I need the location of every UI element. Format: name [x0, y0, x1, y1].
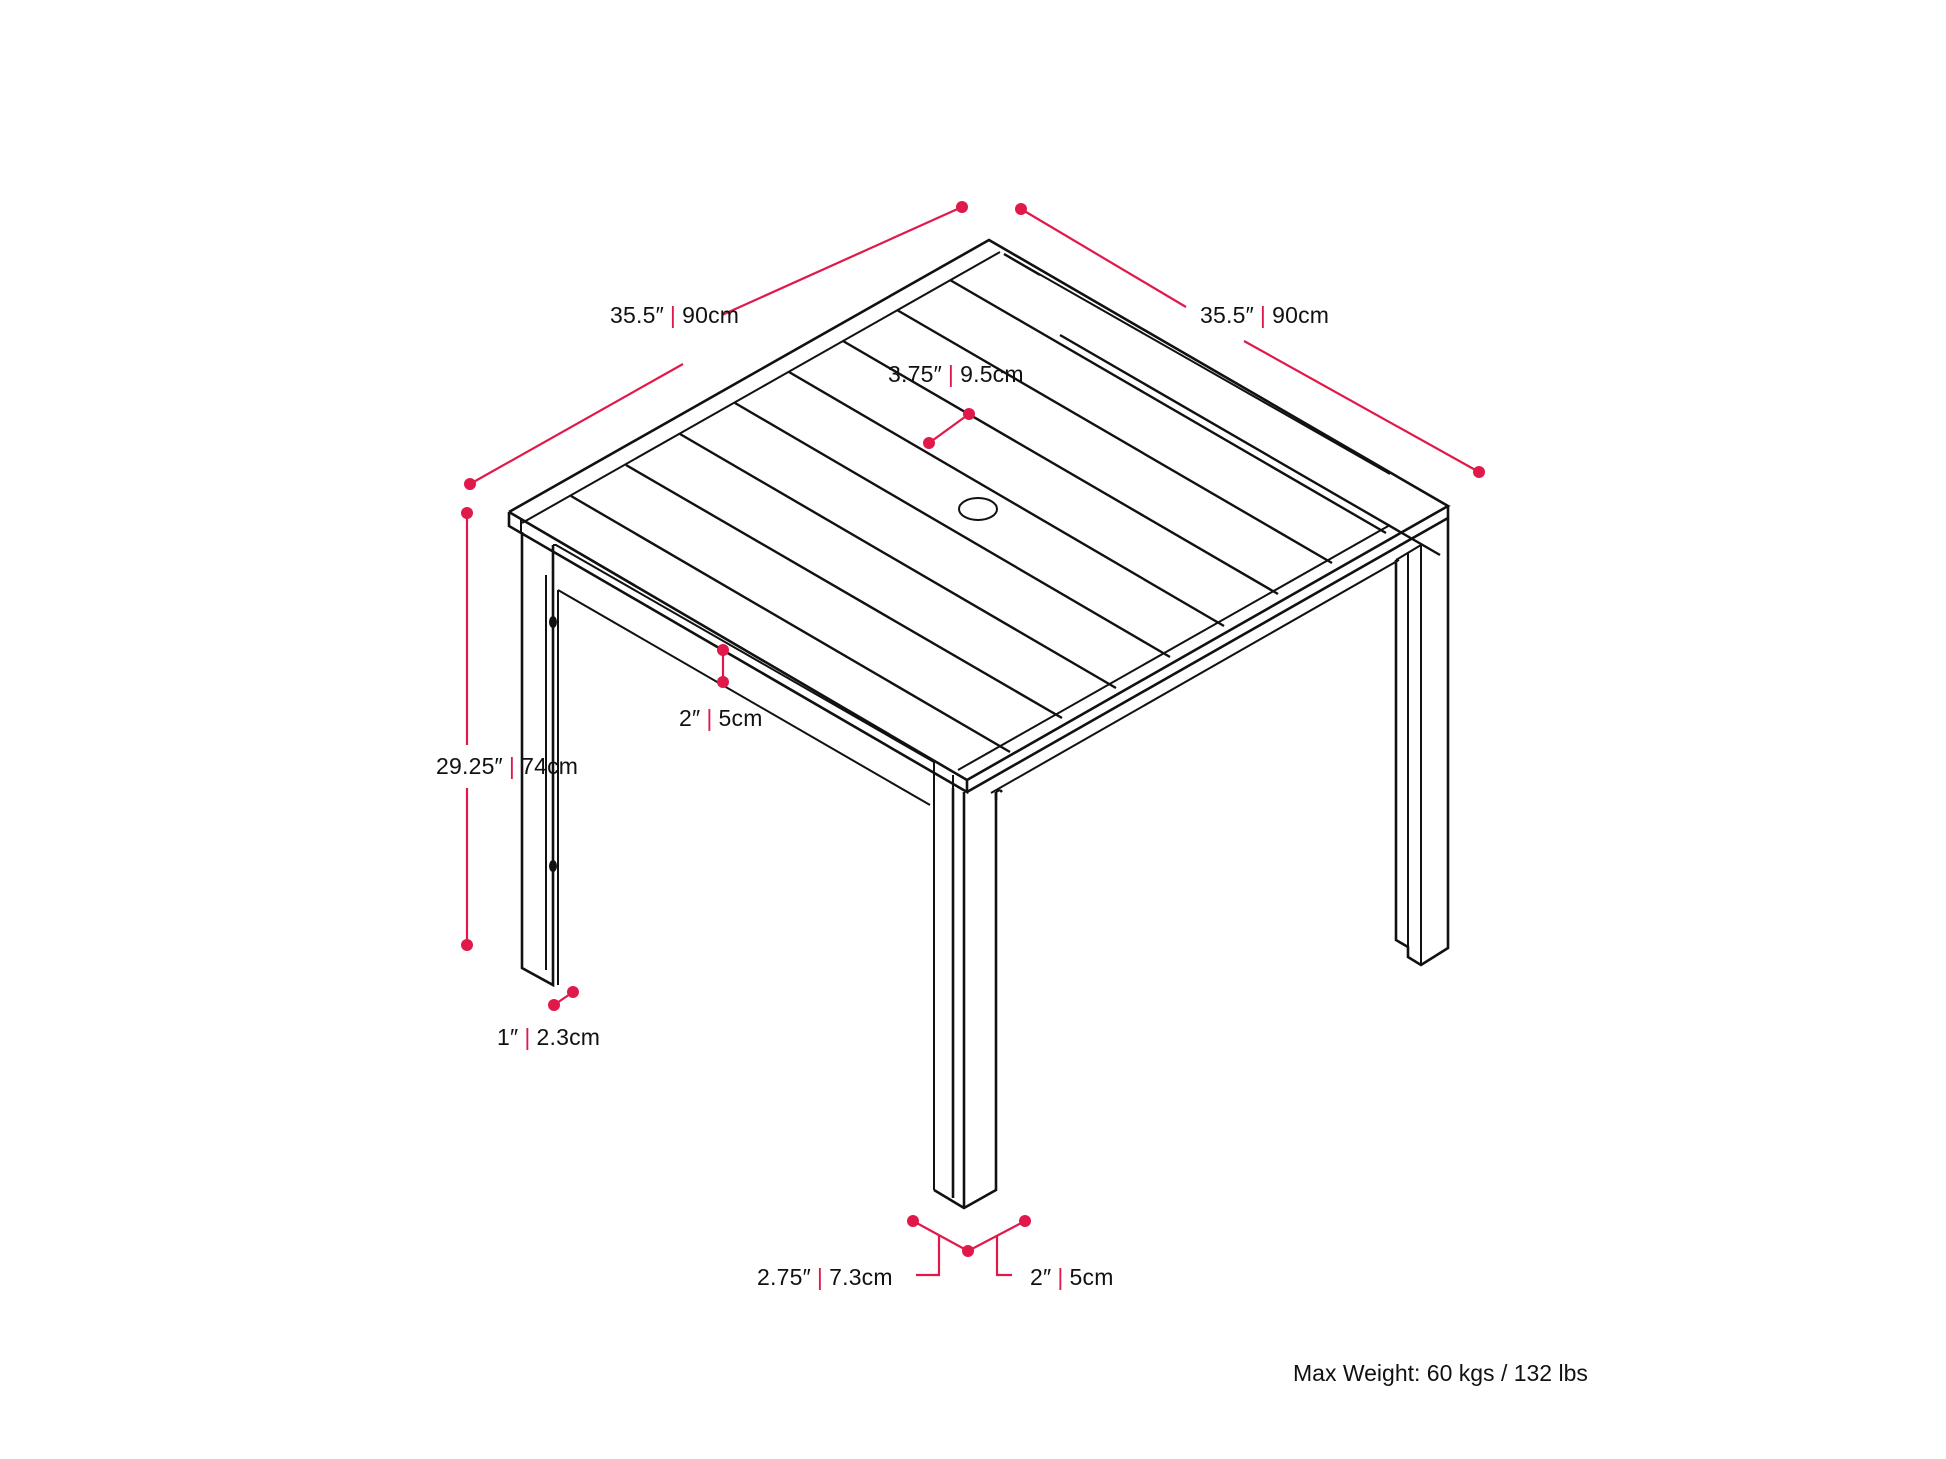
- dimension-leg-thickness: [548, 986, 579, 1011]
- screw-icon: [549, 616, 557, 628]
- screw-icon: [549, 860, 557, 872]
- tabletop-slats: [570, 252, 1441, 754]
- label-apron-height: 2″|5cm: [679, 705, 763, 731]
- label-width-right: 35.5″|90cm: [1200, 302, 1330, 328]
- dimension-leg-footprint: [907, 1215, 1031, 1277]
- label-leg-depth: 2.75″|7.3cm: [757, 1264, 893, 1290]
- label-leg-thickness: 1″|2.3cm: [497, 1024, 601, 1050]
- max-weight-caption: Max Weight: 60 kgs / 132 lbs: [1293, 1360, 1588, 1386]
- label-leg-width: 2″|5cm: [1030, 1264, 1114, 1290]
- table-legs: [520, 518, 1450, 1210]
- dimension-height: [461, 507, 473, 951]
- label-height: 29.25″|74cm: [436, 753, 579, 779]
- dimension-apron-height: [717, 644, 729, 688]
- dimension-slat-width: [923, 408, 975, 449]
- umbrella-hole: [958, 497, 998, 521]
- dimension-width-left: [464, 201, 968, 490]
- label-width-left: 35.5″|90cm: [610, 302, 740, 328]
- label-slat-width: 3.75″|9.5cm: [888, 361, 1024, 387]
- dimension-width-right: [1015, 203, 1485, 478]
